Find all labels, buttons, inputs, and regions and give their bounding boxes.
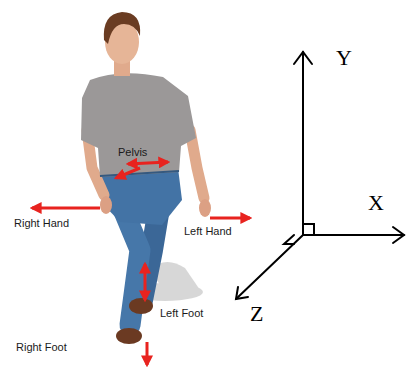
- hands: [100, 196, 211, 217]
- part-label: Right Hand: [14, 217, 69, 229]
- motion-arrows: [32, 162, 250, 365]
- coordinate-axes: [236, 52, 404, 299]
- label-anchor: Left Foot: [160, 307, 203, 319]
- label-anchor: Left Hand: [184, 225, 232, 237]
- jeans-hips: [100, 168, 182, 225]
- belt-line: [100, 171, 179, 176]
- label-anchor: Right Foot: [16, 341, 67, 353]
- shoes: [116, 298, 153, 344]
- axis-label: X: [368, 191, 384, 215]
- axis-label: Z: [250, 302, 263, 326]
- part-label: Left Foot: [160, 307, 203, 319]
- label-anchor: Right Hand: [14, 217, 69, 229]
- label-anchor: Y: [336, 46, 352, 70]
- part-label: Right Foot: [16, 341, 67, 353]
- label-anchor: Pelvis: [118, 146, 147, 158]
- t-shirt: [81, 73, 196, 177]
- part-label: Left Hand: [184, 225, 232, 237]
- label-anchor: Z: [250, 302, 263, 326]
- label-anchor: X: [368, 191, 384, 215]
- part-label: Pelvis: [118, 146, 147, 158]
- hair: [104, 12, 140, 44]
- axis-label: Y: [336, 46, 352, 70]
